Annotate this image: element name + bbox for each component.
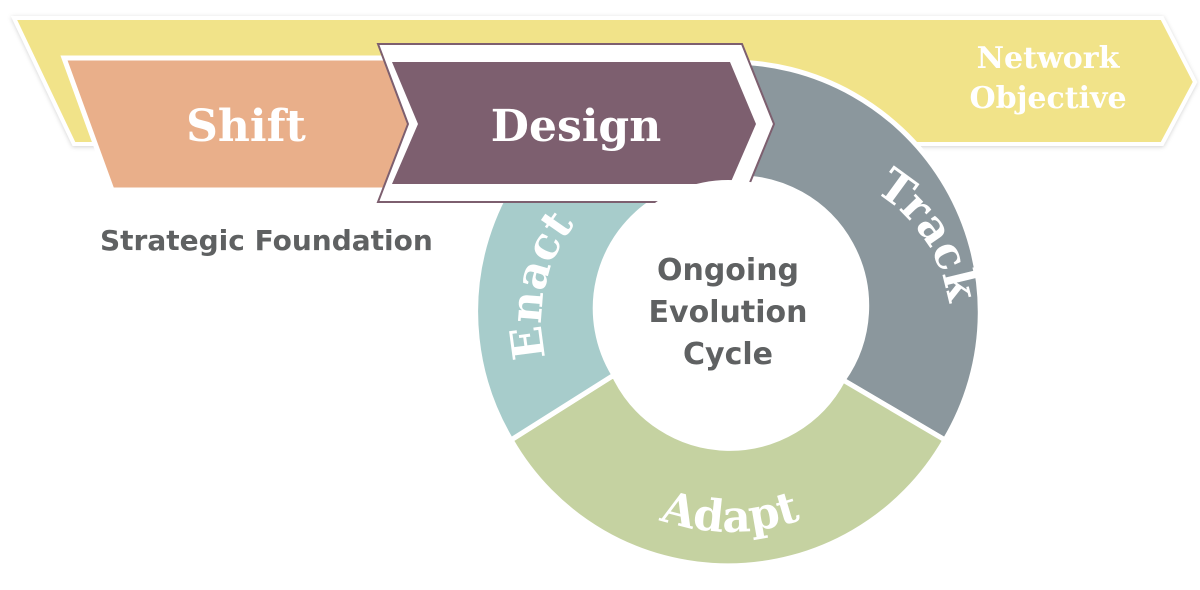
cycle-center-line3: Cycle [683,337,773,372]
design-label: Design [491,101,661,152]
strategic-foundation-label: Strategic Foundation [100,224,433,257]
network-objective-line2: Objective [969,81,1126,116]
cycle-center-line2: Evolution [649,295,808,330]
track-segment [723,59,983,444]
cycle-center-line1: Ongoing [657,253,799,288]
network-objective-line1: Network [977,41,1121,76]
design-chevron-fill [392,62,756,184]
cycle-center [600,180,856,436]
adapt-segment [507,371,949,569]
shift-label: Shift [186,101,306,152]
